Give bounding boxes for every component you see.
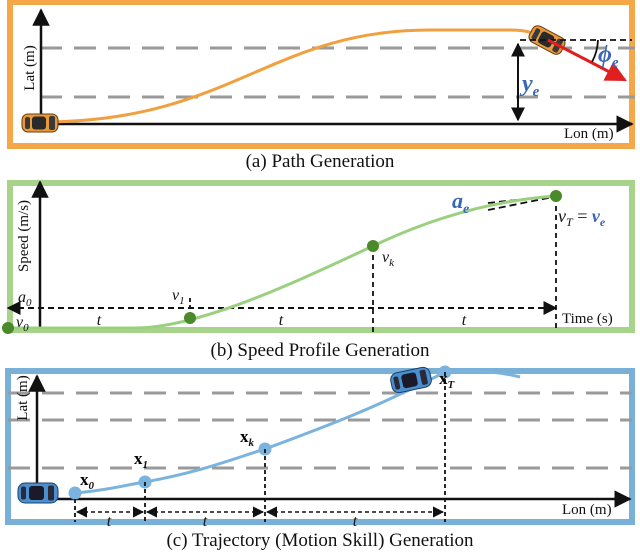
speed-interval-1: t xyxy=(97,312,102,329)
path-curve xyxy=(41,28,547,124)
label-xT: xT xyxy=(439,369,456,391)
heading-error-label: ϕe xyxy=(598,42,619,71)
path-y-axis-label: Lat (m) xyxy=(22,45,38,90)
speed-point-vT xyxy=(550,190,562,202)
path-caption: (a) Path Generation xyxy=(246,151,395,172)
speed-panel-frame xyxy=(7,180,635,333)
traj-point-x0 xyxy=(68,486,82,500)
label-xk: xk xyxy=(240,427,255,449)
speed-point-v1 xyxy=(184,312,196,324)
accel-flat-dash xyxy=(487,196,554,211)
label-ae: ae xyxy=(452,188,469,217)
traj-interval-1: t xyxy=(107,513,112,530)
label-x0: x0 xyxy=(80,470,95,492)
label-vT-equals-ve: vT = ve xyxy=(558,206,606,229)
label-v1: v1 xyxy=(172,287,185,307)
speed-interval-3: t xyxy=(462,312,467,329)
trajectory-caption: (c) Trajectory (Motion Skill) Generation xyxy=(166,530,474,551)
speed-y-axis-label: Speed (m/s) xyxy=(16,200,32,272)
path-panel-frame xyxy=(7,0,635,149)
label-v0: v0 xyxy=(16,314,29,334)
path-x-axis-label: Lon (m) xyxy=(564,126,614,142)
speed-caption: (b) Speed Profile Generation xyxy=(211,340,430,361)
label-a0: a0 xyxy=(18,289,32,309)
heading-arrow xyxy=(547,38,627,82)
label-vk: vk xyxy=(382,249,395,269)
heading-angle-arc xyxy=(591,39,599,63)
traj-y-axis-label: Lat (m) xyxy=(15,375,31,420)
traj-car-start xyxy=(17,482,59,504)
lateral-error-label: ye xyxy=(519,71,540,100)
traj-x-axis-label: Lon (m) xyxy=(562,502,612,518)
ego-car-start xyxy=(21,113,59,133)
trajectory-panel-frame xyxy=(5,368,635,525)
traj-interval-3: t xyxy=(353,513,358,530)
speed-interval-2: t xyxy=(279,312,284,329)
label-x1: x1 xyxy=(134,449,148,471)
speed-point-vk xyxy=(367,240,379,252)
traj-interval-2: t xyxy=(203,513,208,530)
speed-point-v0 xyxy=(2,322,14,334)
speed-x-axis-label: Time (s) xyxy=(562,311,613,327)
